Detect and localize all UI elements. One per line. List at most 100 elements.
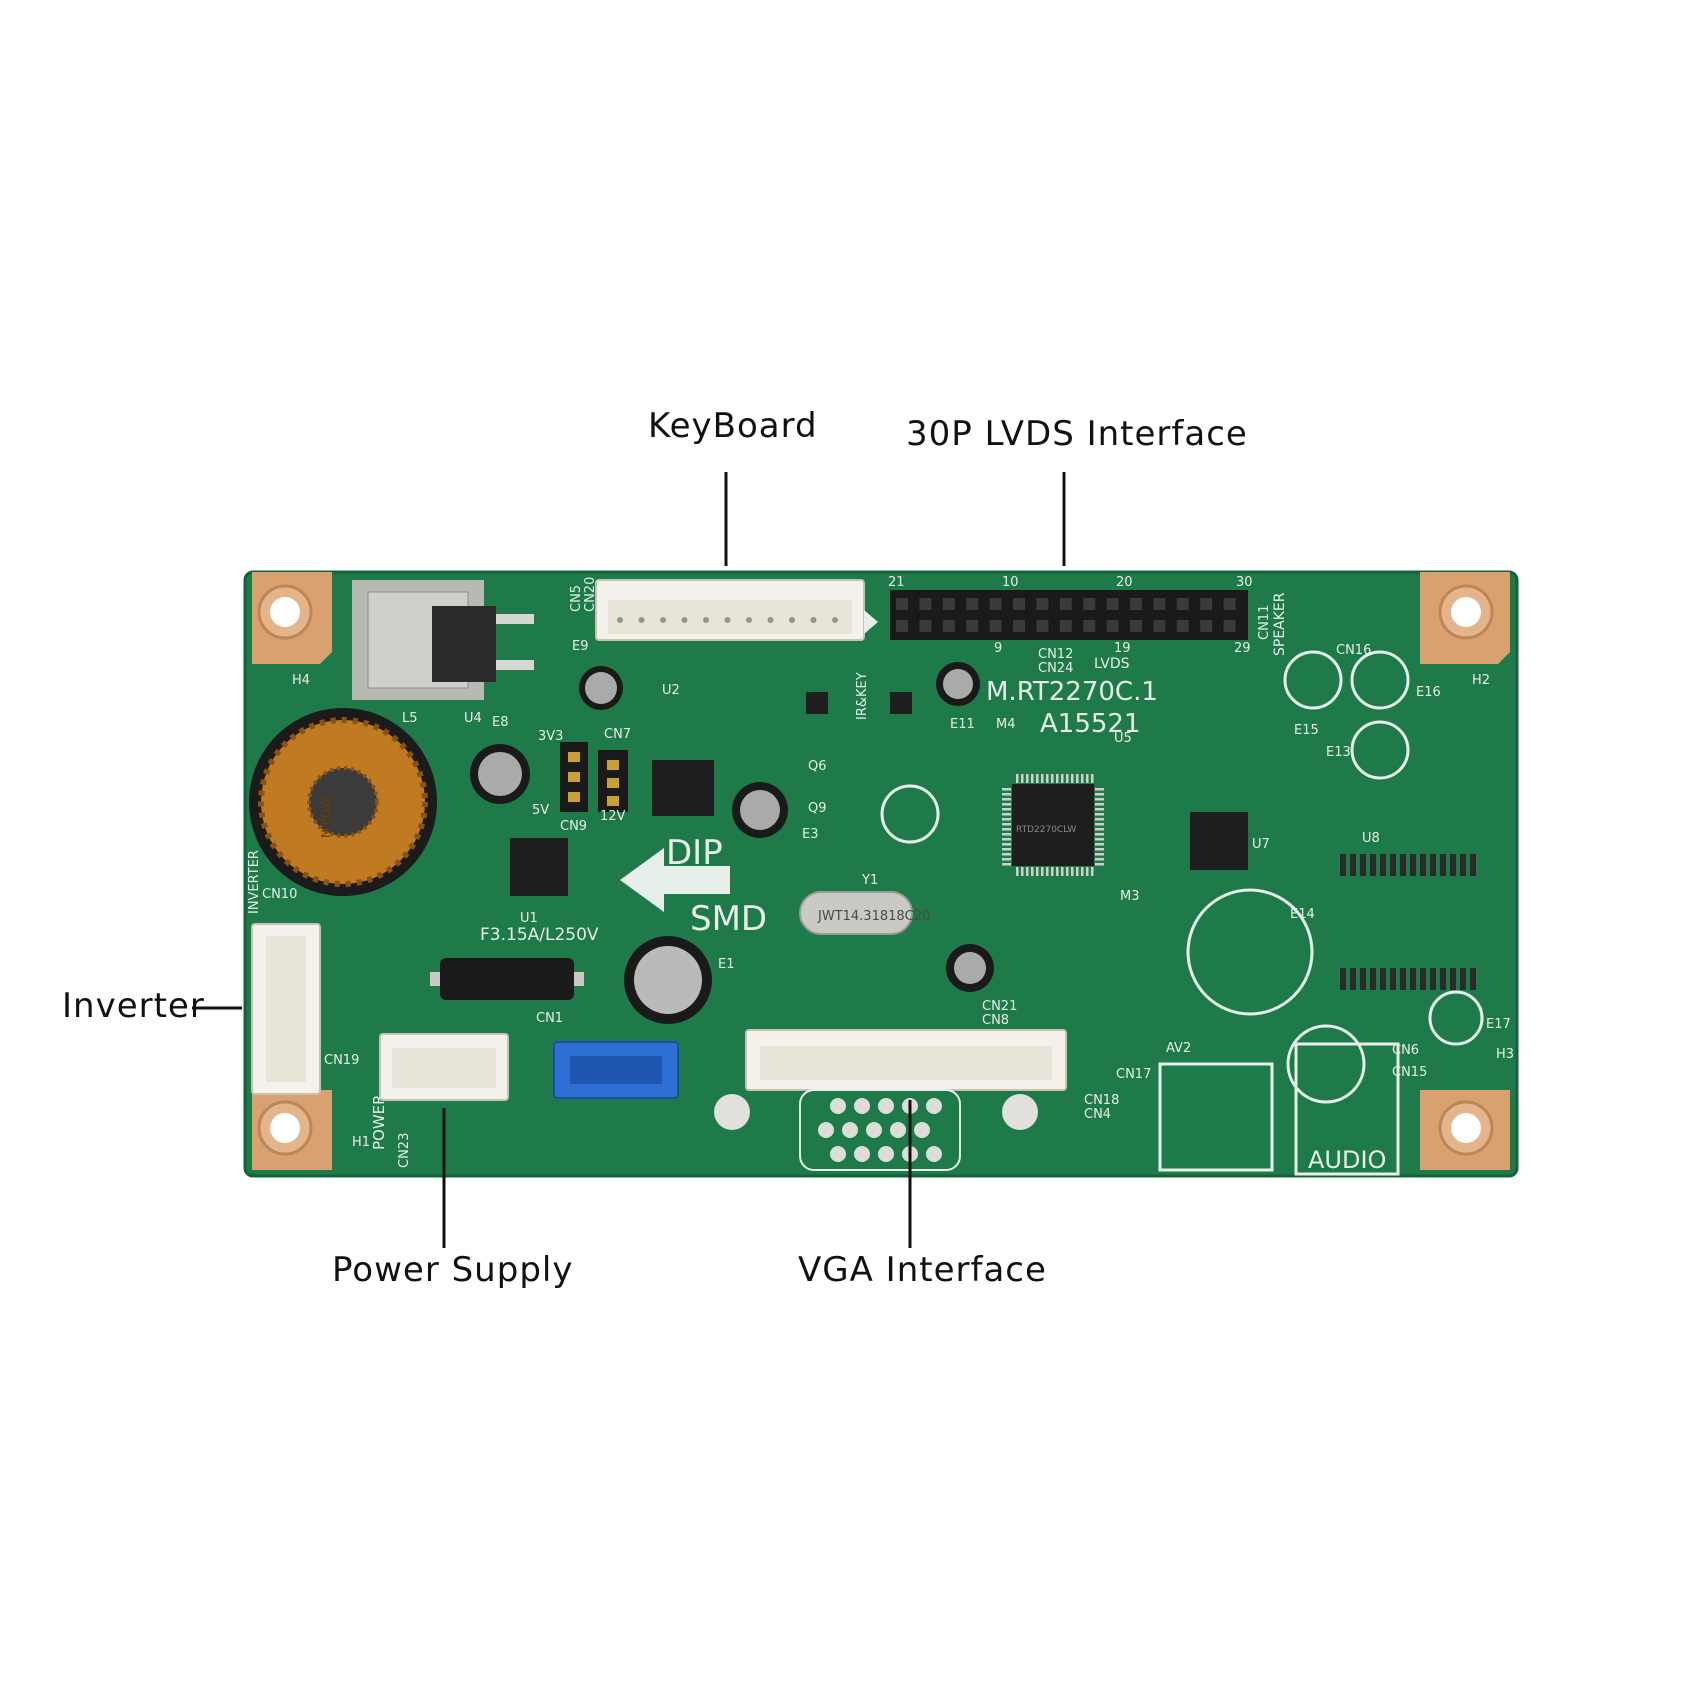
lvds-pin <box>1130 620 1142 632</box>
silk-u4: U4 <box>464 711 482 726</box>
silk-pin-9: 9 <box>994 641 1002 656</box>
silk-q6: Q6 <box>808 759 827 774</box>
jumper-pin <box>607 778 619 788</box>
lvds-pin <box>1106 598 1119 610</box>
silk-h2: H2 <box>1472 673 1490 688</box>
silk-board-model: M.RT2270C.1 <box>986 677 1158 707</box>
lvds-pin <box>989 598 1002 610</box>
silk-h1: H1 <box>352 1135 370 1150</box>
power-connector-cn1 <box>379 1033 509 1101</box>
board-body <box>243 570 1519 1178</box>
silk-q9: Q9 <box>808 801 827 816</box>
silk-u1: U1 <box>520 911 538 926</box>
lvds-pin <box>1223 620 1236 632</box>
lvds-pin <box>919 598 932 610</box>
u8-pin <box>1410 854 1416 876</box>
toroid-coil-l5 <box>249 708 437 896</box>
silk-cn4: CN4 <box>1084 1107 1111 1122</box>
chip-lead <box>1026 867 1029 876</box>
chip-lead <box>1061 867 1064 876</box>
lvds-pin <box>1036 598 1049 610</box>
chip-lead <box>1071 867 1074 876</box>
vga-pin-hole <box>878 1098 894 1114</box>
silk-l5: L5 <box>402 711 418 726</box>
capacitor-e9 <box>579 666 623 710</box>
keyboard-pin <box>617 617 623 623</box>
silk-e1: E1 <box>718 957 735 972</box>
u8-pin <box>1440 854 1446 876</box>
vga-pin-hole <box>830 1146 846 1162</box>
silk-lvds: LVDS <box>1094 656 1130 672</box>
chip-lead <box>1095 858 1104 861</box>
lvds-pin <box>1176 620 1189 632</box>
vga-pin-hole <box>854 1146 870 1162</box>
chip-lead <box>1061 774 1064 783</box>
vga-pin-hole <box>854 1098 870 1114</box>
u8-pin <box>1450 968 1456 990</box>
silk-cn19: CN19 <box>324 1053 359 1068</box>
u8-pin <box>1350 968 1356 990</box>
lvds-pin <box>942 620 955 632</box>
chip-lead <box>1095 828 1104 831</box>
lvds-pin <box>1223 598 1236 610</box>
silk-u8: U8 <box>1362 831 1380 846</box>
chip-lead <box>1095 798 1104 801</box>
silk-power: POWER <box>370 1094 388 1150</box>
ic-u8-pins <box>1340 854 1476 990</box>
chip-lead <box>1095 843 1104 846</box>
u8-pin <box>1380 854 1386 876</box>
chip-lead <box>1016 867 1019 876</box>
lvds-pin <box>919 620 932 632</box>
silk-crystal: JWT14.31818C20 <box>817 909 930 924</box>
vga-pin-hole <box>830 1098 846 1114</box>
jumper-pin <box>568 752 580 762</box>
vga-pin-hole <box>926 1098 942 1114</box>
chip-lead <box>1002 828 1011 831</box>
scaler-chip-u5 <box>1012 784 1094 866</box>
u8-pin <box>1430 854 1436 876</box>
silk-pin-29: 29 <box>1234 641 1251 656</box>
lvds-pin <box>1013 620 1025 632</box>
silk-u2: U2 <box>662 683 680 698</box>
lvds-pin <box>1059 620 1072 632</box>
callout-power-supply: Power Supply <box>332 1250 574 1290</box>
silk-u7: U7 <box>1252 837 1270 852</box>
u8-pin <box>1340 968 1346 990</box>
silk-cn1: CN1 <box>536 1011 563 1026</box>
blue-connector <box>553 1041 679 1099</box>
silk-e15: E15 <box>1294 723 1319 738</box>
vga-pin-hole <box>842 1122 858 1138</box>
callout-keyboard: KeyBoard <box>648 406 818 446</box>
silk-cn7: CN7 <box>604 727 631 742</box>
chip-lead <box>1041 774 1044 783</box>
silk-m3: M3 <box>1120 889 1140 904</box>
lvds-pin <box>1153 598 1166 610</box>
lvds-header-pins <box>896 598 1236 632</box>
lvds-pin <box>1200 620 1213 632</box>
chip-lead <box>1002 853 1011 856</box>
lvds-pin <box>896 598 908 610</box>
silk-pin-20: 20 <box>1116 575 1133 590</box>
vga-pin-hole <box>890 1122 906 1138</box>
jumper-pin <box>568 792 580 802</box>
lvds-pin <box>1059 598 1072 610</box>
crystal-y1 <box>799 891 913 935</box>
silk-board-code: A15521 <box>1040 709 1141 739</box>
chip-lead <box>1066 867 1069 876</box>
silk-smd: SMD <box>690 899 767 939</box>
lvds-pin <box>966 620 979 632</box>
callout-leaders <box>192 472 1066 1248</box>
keyboard-pin <box>746 617 752 623</box>
chip-lead <box>1056 774 1059 783</box>
silk-e17: E17 <box>1486 1017 1511 1032</box>
small-ics <box>510 692 1248 896</box>
lvds-header-cn12 <box>890 590 1248 640</box>
lvds-pin <box>1013 598 1025 610</box>
u8-pin <box>1470 968 1476 990</box>
silk-3v3: 3V3 <box>538 729 563 744</box>
chip-lead <box>1091 867 1094 876</box>
silk-cn11: CN11 <box>1257 605 1272 640</box>
lvds-pin <box>1200 598 1213 610</box>
u8-pin <box>1420 854 1426 876</box>
